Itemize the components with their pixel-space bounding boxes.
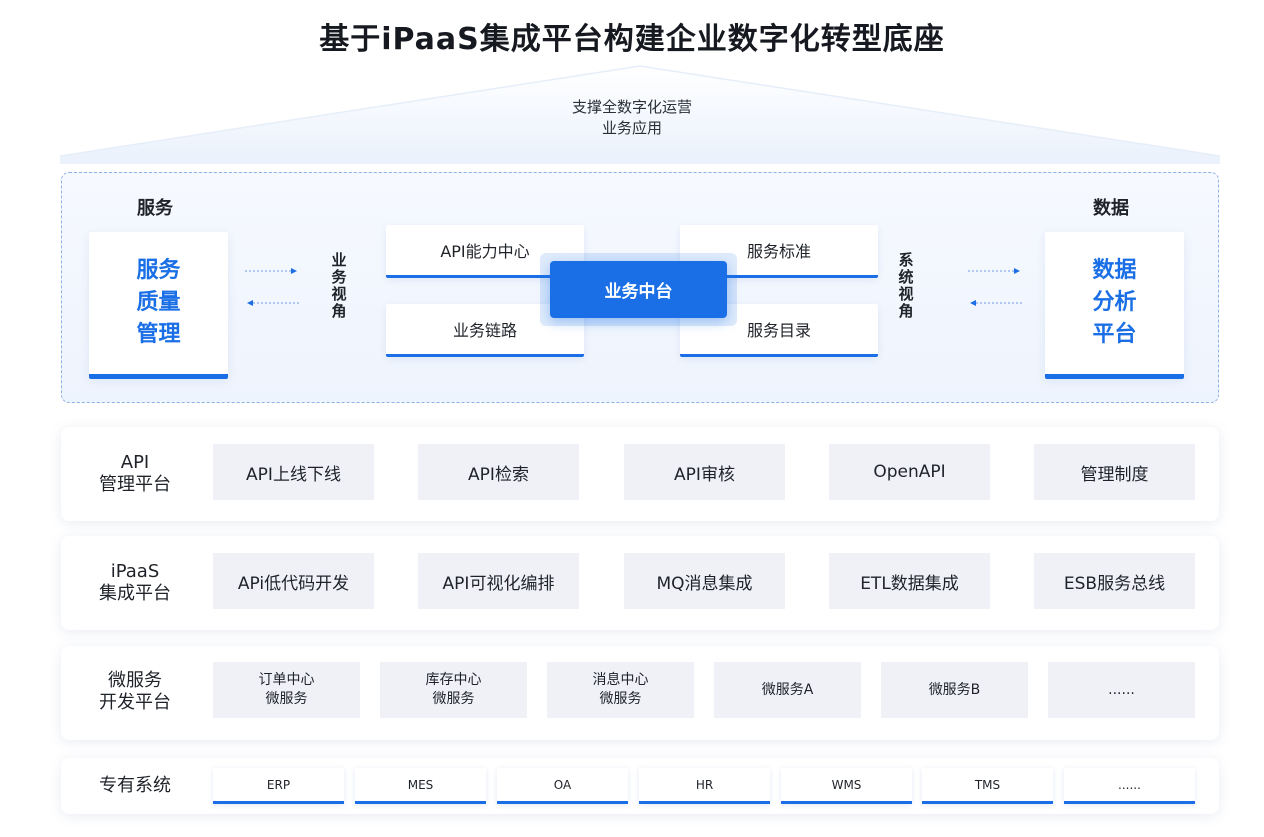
service-standard-card[interactable]: 服务标准 <box>680 225 878 278</box>
microservice-chip[interactable]: 订单中心 微服务 <box>213 662 360 718</box>
roof-line-2: 业务应用 <box>601 119 662 137</box>
data-analysis-label: 数据 分析 平台 <box>1092 258 1137 347</box>
api-chip[interactable]: API检索 <box>418 444 579 500</box>
system-chip[interactable]: OA <box>497 768 628 804</box>
roof-line-1: 支撑全数字化运营 <box>571 98 692 116</box>
microservice-label: 微服务 开发平台 <box>99 670 171 713</box>
system-view-label: 系 统 视 角 <box>898 251 914 320</box>
microservice-chip[interactable]: 库存中心 微服务 <box>380 662 527 718</box>
microservice-chip[interactable]: ...... <box>1048 662 1195 718</box>
service-quality-label: 服务 质量 管理 <box>136 258 181 347</box>
api-management-label: API 管理平台 <box>99 452 171 495</box>
roof-shape <box>60 65 1220 164</box>
microservice-chip[interactable]: 微服务A <box>714 662 861 718</box>
system-chip[interactable]: ERP <box>213 768 344 804</box>
api-chip[interactable]: 管理制度 <box>1034 444 1195 500</box>
arrow-left-icon <box>968 298 1022 308</box>
data-section-label: 数据 <box>1093 198 1129 219</box>
service-section-label: 服务 <box>137 198 173 219</box>
system-chip[interactable]: TMS <box>922 768 1053 804</box>
system-chip[interactable]: HR <box>639 768 770 804</box>
api-chip[interactable]: OpenAPI <box>829 444 990 500</box>
api-chip[interactable]: API上线下线 <box>213 444 374 500</box>
business-view-label: 业 务 视 角 <box>331 251 347 320</box>
ipaas-chip[interactable]: API可视化编排 <box>418 553 579 609</box>
arrow-right-icon <box>245 266 299 276</box>
page-title: 基于iPaaS集成平台构建企业数字化转型底座 <box>319 22 945 57</box>
systems-label: 专有系统 <box>99 775 171 796</box>
ipaas-chip[interactable]: APi低代码开发 <box>213 553 374 609</box>
data-analysis-card[interactable]: 数据 分析 平台 <box>1045 232 1184 379</box>
api-chip[interactable]: API审核 <box>624 444 785 500</box>
business-middle-platform-button[interactable]: 业务中台 <box>550 261 727 318</box>
microservice-chip[interactable]: 微服务B <box>881 662 1028 718</box>
ipaas-chip[interactable]: ETL数据集成 <box>829 553 990 609</box>
system-chip[interactable]: MES <box>355 768 486 804</box>
microservice-chip[interactable]: 消息中心 微服务 <box>547 662 694 718</box>
service-quality-card[interactable]: 服务 质量 管理 <box>89 232 228 379</box>
arrow-right-icon <box>968 266 1022 276</box>
system-chip[interactable]: WMS <box>781 768 912 804</box>
ipaas-label: iPaaS 集成平台 <box>99 561 171 604</box>
ipaas-chip[interactable]: ESB服务总线 <box>1034 553 1195 609</box>
system-chip[interactable]: ...... <box>1064 768 1195 804</box>
ipaas-chip[interactable]: MQ消息集成 <box>624 553 785 609</box>
arrow-left-icon <box>245 298 299 308</box>
